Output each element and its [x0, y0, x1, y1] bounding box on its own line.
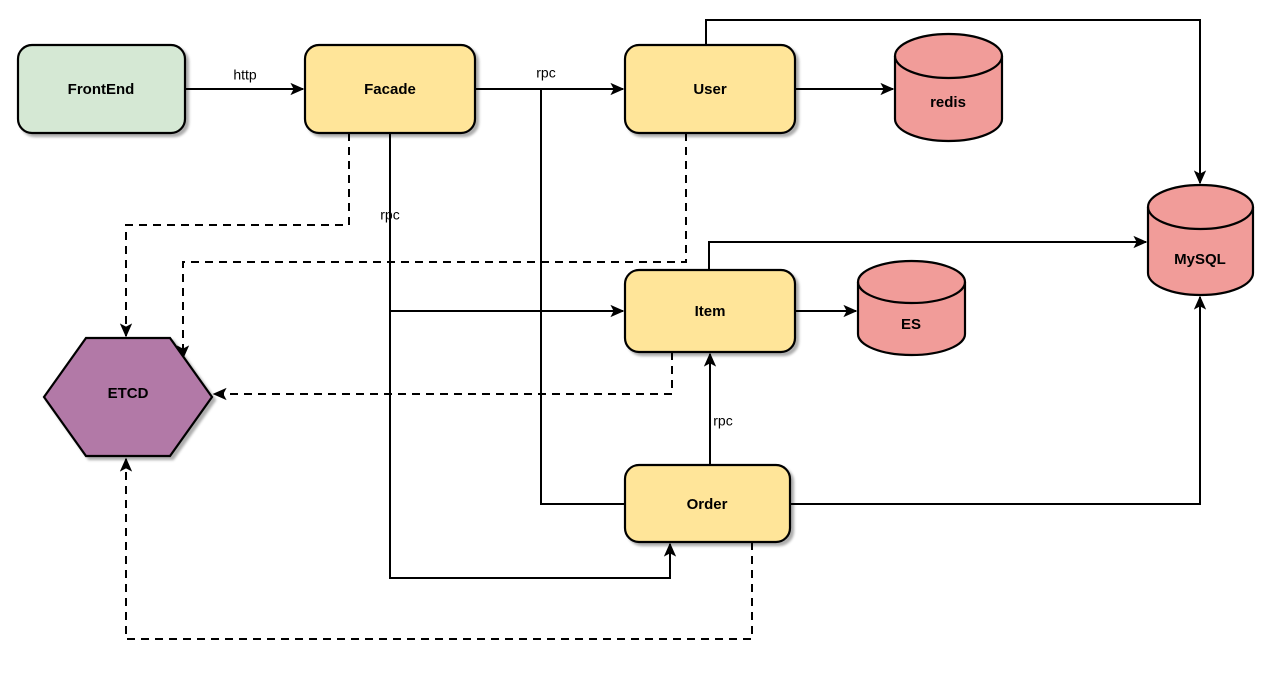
edge-label-rpc-order: rpc [713, 413, 732, 429]
es-cylinder-body[interactable] [856, 259, 967, 357]
es-label: ES [901, 316, 921, 333]
node-order[interactable]: Order [623, 463, 792, 544]
facade-box[interactable] [303, 43, 477, 135]
frontend-label: FrontEnd [68, 81, 135, 98]
item-label: Item [695, 303, 726, 320]
edge-order-to-etcd [119, 457, 753, 640]
edge-labels-layer: http rpc rpc rpc [233, 65, 732, 429]
edge-user-to-etcd [176, 133, 687, 360]
nodes-layer: FrontEnd Facade User Item Order redis [16, 32, 1255, 544]
edges-layer [119, 19, 1207, 640]
mysql-label: MySQL [1174, 251, 1226, 268]
edge-facade-to-item [389, 133, 625, 318]
node-mysql[interactable]: MySQL [1146, 183, 1255, 297]
node-item[interactable]: Item [623, 268, 797, 354]
order-box[interactable] [623, 463, 792, 544]
redis-cylinder-body[interactable] [893, 32, 1004, 143]
node-facade[interactable]: Facade [303, 43, 477, 135]
es-cylinder-top [856, 281, 967, 305]
frontend-box[interactable] [16, 43, 187, 135]
item-box[interactable] [623, 268, 797, 354]
node-redis[interactable]: redis [893, 32, 1004, 143]
redis-label: redis [930, 94, 966, 111]
etcd-label: ETCD [108, 385, 149, 402]
mysql-cylinder-top [1146, 206, 1255, 231]
node-frontend[interactable]: FrontEnd [16, 43, 187, 135]
node-user[interactable]: User [623, 43, 797, 135]
redis-cylinder-top [893, 55, 1004, 80]
edge-user-to-mysql [705, 19, 1207, 185]
edge-facade-to-order [389, 311, 677, 579]
edge-label-rpc-item: rpc [380, 207, 399, 223]
edge-order-to-mysql [790, 295, 1207, 505]
node-etcd[interactable]: ETCD [42, 336, 214, 458]
user-box[interactable] [623, 43, 797, 135]
mysql-cylinder-body[interactable] [1146, 183, 1255, 297]
edge-facade-to-etcd [119, 133, 350, 338]
edge-label-http: http [233, 67, 257, 83]
etcd-hexagon[interactable] [42, 336, 214, 458]
node-es[interactable]: ES [856, 259, 967, 357]
edge-item-to-etcd [212, 352, 673, 401]
edge-label-rpc-user: rpc [536, 65, 555, 81]
user-label: User [693, 81, 727, 98]
facade-label: Facade [364, 81, 416, 98]
order-label: Order [687, 496, 728, 513]
edge-order-to-facade [540, 89, 625, 505]
edge-item-to-mysql [708, 235, 1148, 270]
